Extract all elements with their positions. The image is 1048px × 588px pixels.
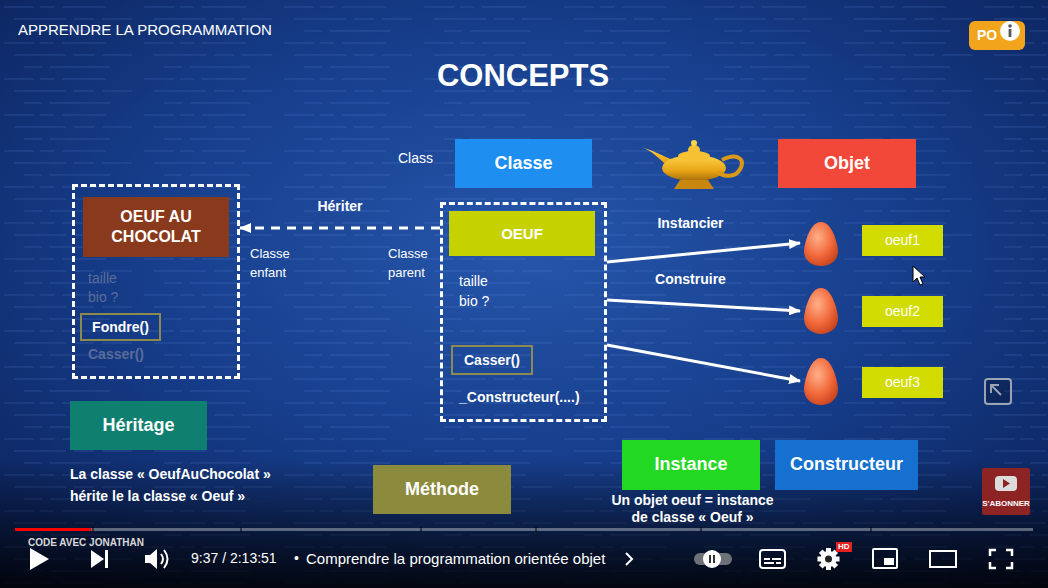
volume-icon <box>145 549 168 569</box>
inheritance-arrow <box>240 227 440 230</box>
class-attribute: taille <box>459 273 488 290</box>
object-instance: oeuf1 <box>800 222 946 266</box>
mouse-cursor <box>913 266 925 285</box>
node-label: oeuf3 <box>862 367 943 398</box>
node-label: Casser() <box>464 352 520 369</box>
concept-box: Méthode <box>373 465 511 514</box>
node-label: Instance <box>654 454 727 476</box>
role-note: Classe enfant <box>250 244 305 282</box>
channel-heading: APPRENDRE LA PROGRAMMATION <box>18 21 272 39</box>
hd-badge: HD <box>836 542 852 552</box>
subscribe-button <box>982 468 1030 515</box>
slide-title: CONCEPTS <box>323 58 723 94</box>
class-header: OEUF <box>449 211 595 256</box>
play-icon <box>30 548 49 570</box>
class-attribute: _Constructeur(....) <box>459 389 580 406</box>
egg-illustration <box>800 288 840 334</box>
egg-illustration <box>800 222 840 266</box>
definition-note: La classe « OeufAuChocolat » hérite le l… <box>70 463 300 507</box>
topic-badge-text: PO <box>977 27 997 44</box>
next-icon <box>91 550 108 568</box>
concept-box: Héritage <box>70 401 207 450</box>
role-note: Classe parent <box>388 244 438 282</box>
method-box: Casser() <box>451 345 533 375</box>
topic-badge <box>969 21 1025 50</box>
node-label: Classe <box>494 153 552 175</box>
class-attribute: taille <box>88 270 117 287</box>
autoplay-toggle <box>694 550 732 568</box>
translation-note: Class <box>398 150 433 167</box>
miniplayer-icon <box>873 549 897 568</box>
instantiation-arrow <box>607 243 800 262</box>
node-label: Objet <box>824 153 870 175</box>
node-label: Constructeur <box>790 454 903 476</box>
separator-dot: • <box>294 550 299 567</box>
node-label: OEUF <box>501 225 543 243</box>
method-box: Fondre() <box>80 313 161 341</box>
object-instance: oeuf2 <box>800 288 946 334</box>
node-label: Fondre() <box>92 319 149 336</box>
node-label: Héritage <box>102 415 174 437</box>
fullscreen-icon <box>990 550 1012 568</box>
concept-box: Instance <box>622 440 760 490</box>
instantiation-arrow <box>607 345 800 381</box>
parent-class-frame: taille bio ? _Constructeur(....) OEUF Casser… <box>440 202 607 422</box>
class-attribute: bio ? <box>88 289 118 306</box>
node-label: oeuf2 <box>862 296 943 327</box>
instantiation-arrow <box>607 300 800 311</box>
node-label: OEUF AU CHOCOLAT <box>91 207 221 247</box>
progress-bar <box>15 527 1033 532</box>
channel-watermark: CODE AVEC JONATHAN <box>28 537 144 549</box>
egg-shape <box>804 288 838 334</box>
class-header: OEUF AU CHOCOLAT <box>83 197 229 257</box>
class-attribute: Casser() <box>88 346 144 363</box>
subscribe-text: S'ABONNER <box>982 499 1030 509</box>
object-box: Objet <box>778 139 916 188</box>
edge-label: Instancier <box>654 215 726 231</box>
class-box: Classe <box>455 139 592 188</box>
title-chevron <box>626 553 632 565</box>
egg-shape <box>804 222 838 266</box>
info-icon <box>1000 21 1020 41</box>
object-instance: oeuf3 <box>800 358 946 405</box>
edge-label: Hériter <box>314 198 365 214</box>
egg-shape <box>804 358 838 405</box>
time-display: 9:37 / 2:13:51 <box>191 550 277 567</box>
video-title: Comprendre la programmation orientée obj… <box>306 550 605 568</box>
node-label: oeuf1 <box>862 225 943 256</box>
node-label: Méthode <box>405 479 479 501</box>
genie-lamp <box>641 140 742 189</box>
subtitles-icon <box>760 550 785 568</box>
theater-icon <box>930 551 956 567</box>
pip-icon <box>985 379 1011 404</box>
edge-label: Construire <box>652 271 729 287</box>
child-class-frame: taille bio ? Casser() OEUF AU CHOCOLAT Fondr… <box>72 184 240 379</box>
class-attribute: bio ? <box>459 293 489 310</box>
egg-illustration <box>800 358 840 405</box>
definition-note: Un objet oeuf = instance de classe « Oeu… <box>605 492 780 526</box>
concept-box: Constructeur <box>775 440 918 490</box>
